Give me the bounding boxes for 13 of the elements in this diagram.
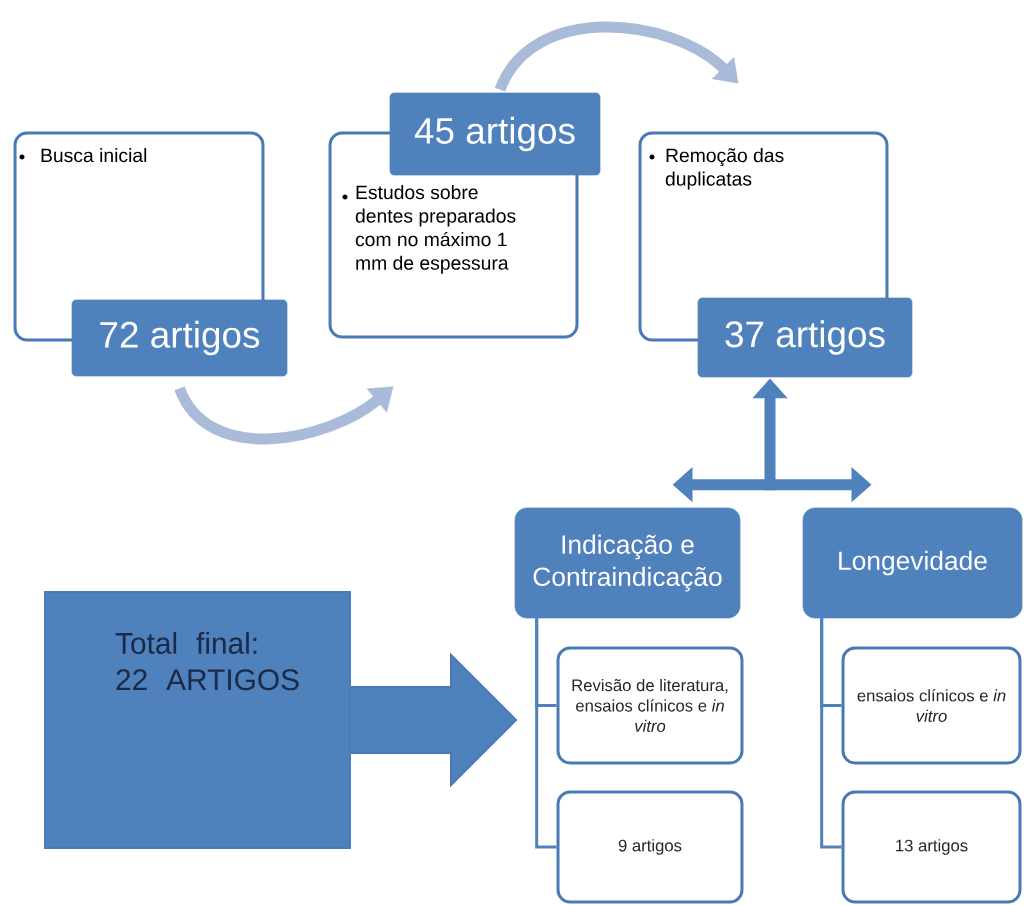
count-tab: 72 artigos xyxy=(71,299,288,377)
detail-box: Revisão de literatura, ensaios clínicos e in vitro xyxy=(556,646,744,765)
connector-line xyxy=(535,618,557,849)
connector-line xyxy=(820,618,842,849)
count-tab: 45 artigos xyxy=(389,92,601,176)
category-header: Indicação e Contraindicação xyxy=(514,507,741,619)
block-arrow xyxy=(349,652,518,788)
detail-box: 9 artigos xyxy=(556,790,744,904)
category-header: Longevidade xyxy=(802,507,1023,619)
detail-box: ensaios clínicos e in vitro xyxy=(841,646,1022,765)
detail-box: 13 artigos xyxy=(841,790,1022,904)
total-box: Total final: 22 ARTIGOS xyxy=(44,591,351,849)
count-tab: 37 artigos xyxy=(697,297,913,378)
